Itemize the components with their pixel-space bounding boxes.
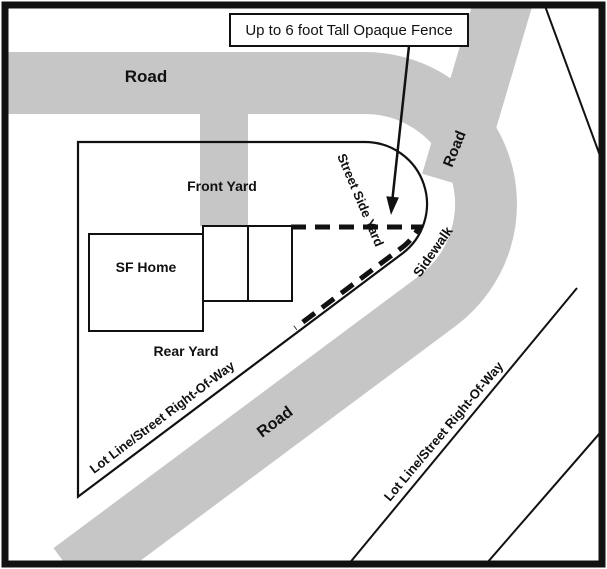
label-front-yard: Front Yard xyxy=(187,178,257,194)
callout-box xyxy=(229,13,469,47)
driveway-band xyxy=(200,100,248,226)
callout-label: Up to 6 foot Tall Opaque Fence xyxy=(245,22,452,39)
callout-arrow-line xyxy=(390,45,411,204)
label-sf-home: SF Home xyxy=(116,259,177,275)
label-road-top: Road xyxy=(125,67,168,86)
right-of-way-line-bottom-right xyxy=(349,287,578,561)
house-main-block xyxy=(88,233,204,332)
road-band-upper-right xyxy=(422,8,532,191)
fence-dashed-line xyxy=(291,224,423,330)
parcel-line-bottom-corner xyxy=(487,432,599,561)
callout-arrowhead-icon xyxy=(386,196,399,215)
label-rear-yard: Rear Yard xyxy=(153,343,218,359)
right-of-way-line-top-right xyxy=(544,8,599,156)
lot-boundary xyxy=(76,140,429,499)
